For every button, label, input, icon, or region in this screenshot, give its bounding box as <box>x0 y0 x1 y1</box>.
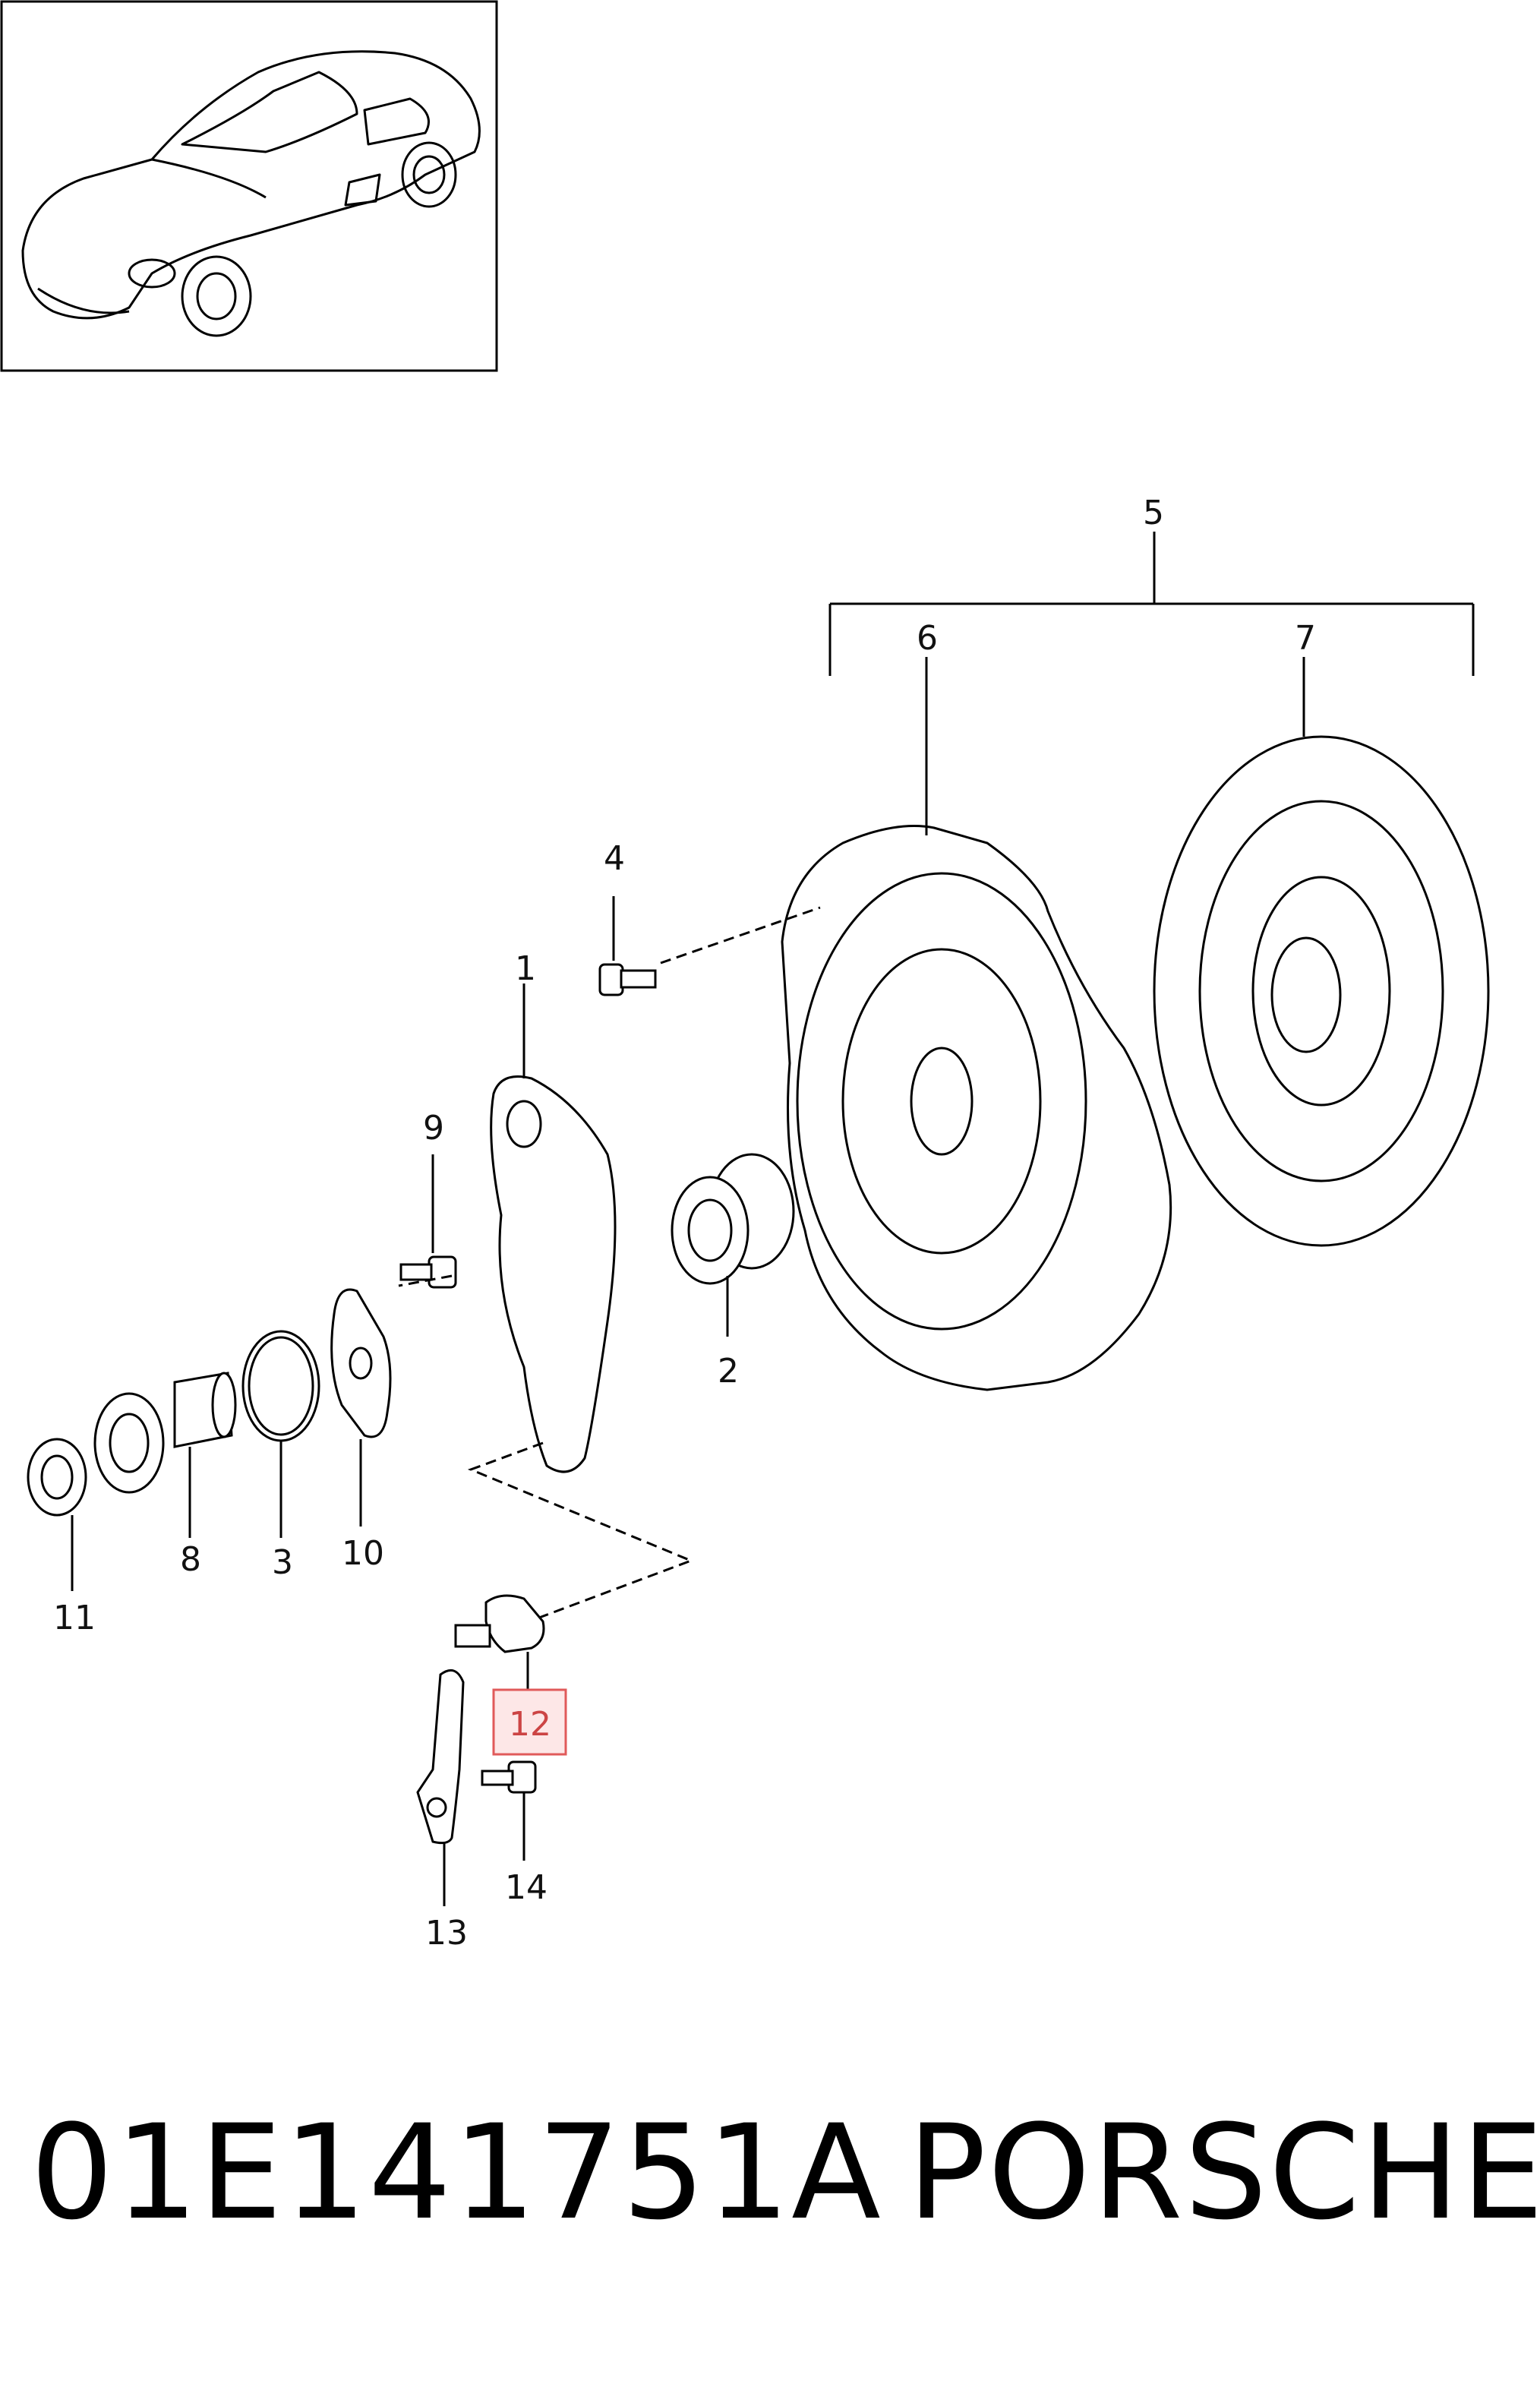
callout-13[interactable]: 13 <box>425 1914 468 1953</box>
brand-name: PORSCHE <box>907 2096 1540 2249</box>
gasket-10 <box>330 1288 392 1438</box>
callout-12[interactable]: 12 <box>509 1705 551 1744</box>
clutch-disc <box>1153 735 1490 1247</box>
callout-1[interactable]: 1 <box>515 949 536 988</box>
bolt-4 <box>598 963 657 996</box>
ball-stud-12 <box>454 1594 545 1653</box>
leader-lines <box>71 657 1305 1906</box>
callout-3[interactable]: 3 <box>272 1543 293 1582</box>
bolt-9 <box>399 1255 457 1289</box>
assembly-dashed-lines <box>398 906 821 1619</box>
callout-5[interactable]: 5 <box>1143 494 1164 532</box>
clip-13 <box>416 1669 465 1845</box>
callout-14[interactable]: 14 <box>505 1868 548 1907</box>
seal-11 <box>27 1438 87 1517</box>
callout-11[interactable]: 11 <box>53 1599 96 1637</box>
car-icon <box>21 50 481 337</box>
bolt-14 <box>481 1760 537 1794</box>
callout-4[interactable]: 4 <box>604 839 625 878</box>
callout-8[interactable]: 8 <box>180 1540 201 1579</box>
pressure-plate <box>781 825 1172 1391</box>
part-number: 01E141751A <box>30 2096 882 2249</box>
group-bracket-5 <box>828 532 1475 676</box>
o-ring-3 <box>241 1330 320 1442</box>
callout-9[interactable]: 9 <box>423 1109 444 1148</box>
vehicle-thumbnail <box>0 0 498 372</box>
release-bearing <box>671 1153 795 1285</box>
callout-10[interactable]: 10 <box>342 1534 384 1573</box>
highlight-box-12 <box>492 1688 567 1756</box>
callout-2[interactable]: 2 <box>718 1352 739 1391</box>
callout-7[interactable]: 7 <box>1295 619 1316 658</box>
guide-tube-8 <box>93 1372 237 1494</box>
callout-6[interactable]: 6 <box>917 619 938 658</box>
release-fork <box>490 1075 617 1473</box>
